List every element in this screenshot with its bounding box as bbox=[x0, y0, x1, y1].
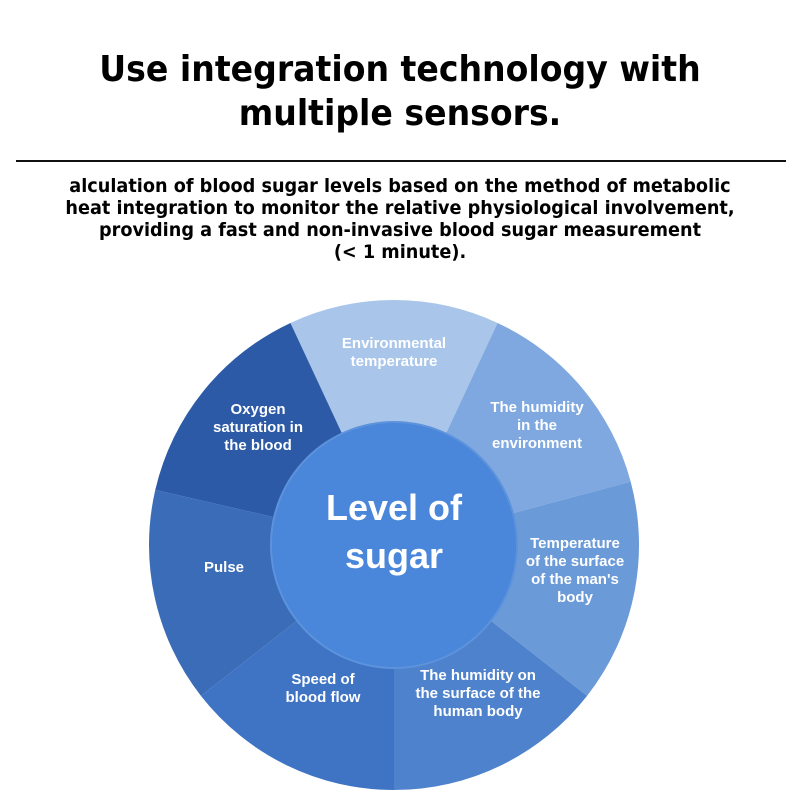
title-line-2: multiple sensors. bbox=[238, 93, 562, 134]
segment-label-pulse: Pulse bbox=[204, 559, 244, 576]
description-line-3: providing a fast and non-invasive blood … bbox=[98, 219, 702, 241]
divider bbox=[16, 160, 786, 162]
center-circle bbox=[272, 423, 516, 667]
page-title: Use integration technology with multiple… bbox=[32, 48, 768, 136]
description-line-1: alculation of blood sugar levels based o… bbox=[69, 175, 731, 197]
description-line-2: heat integration to monitor the relative… bbox=[65, 197, 735, 219]
title-line-1: Use integration technology with bbox=[99, 49, 701, 90]
description-text: alculation of blood sugar levels based o… bbox=[28, 175, 772, 263]
description-line-4: (< 1 minute). bbox=[333, 241, 467, 263]
